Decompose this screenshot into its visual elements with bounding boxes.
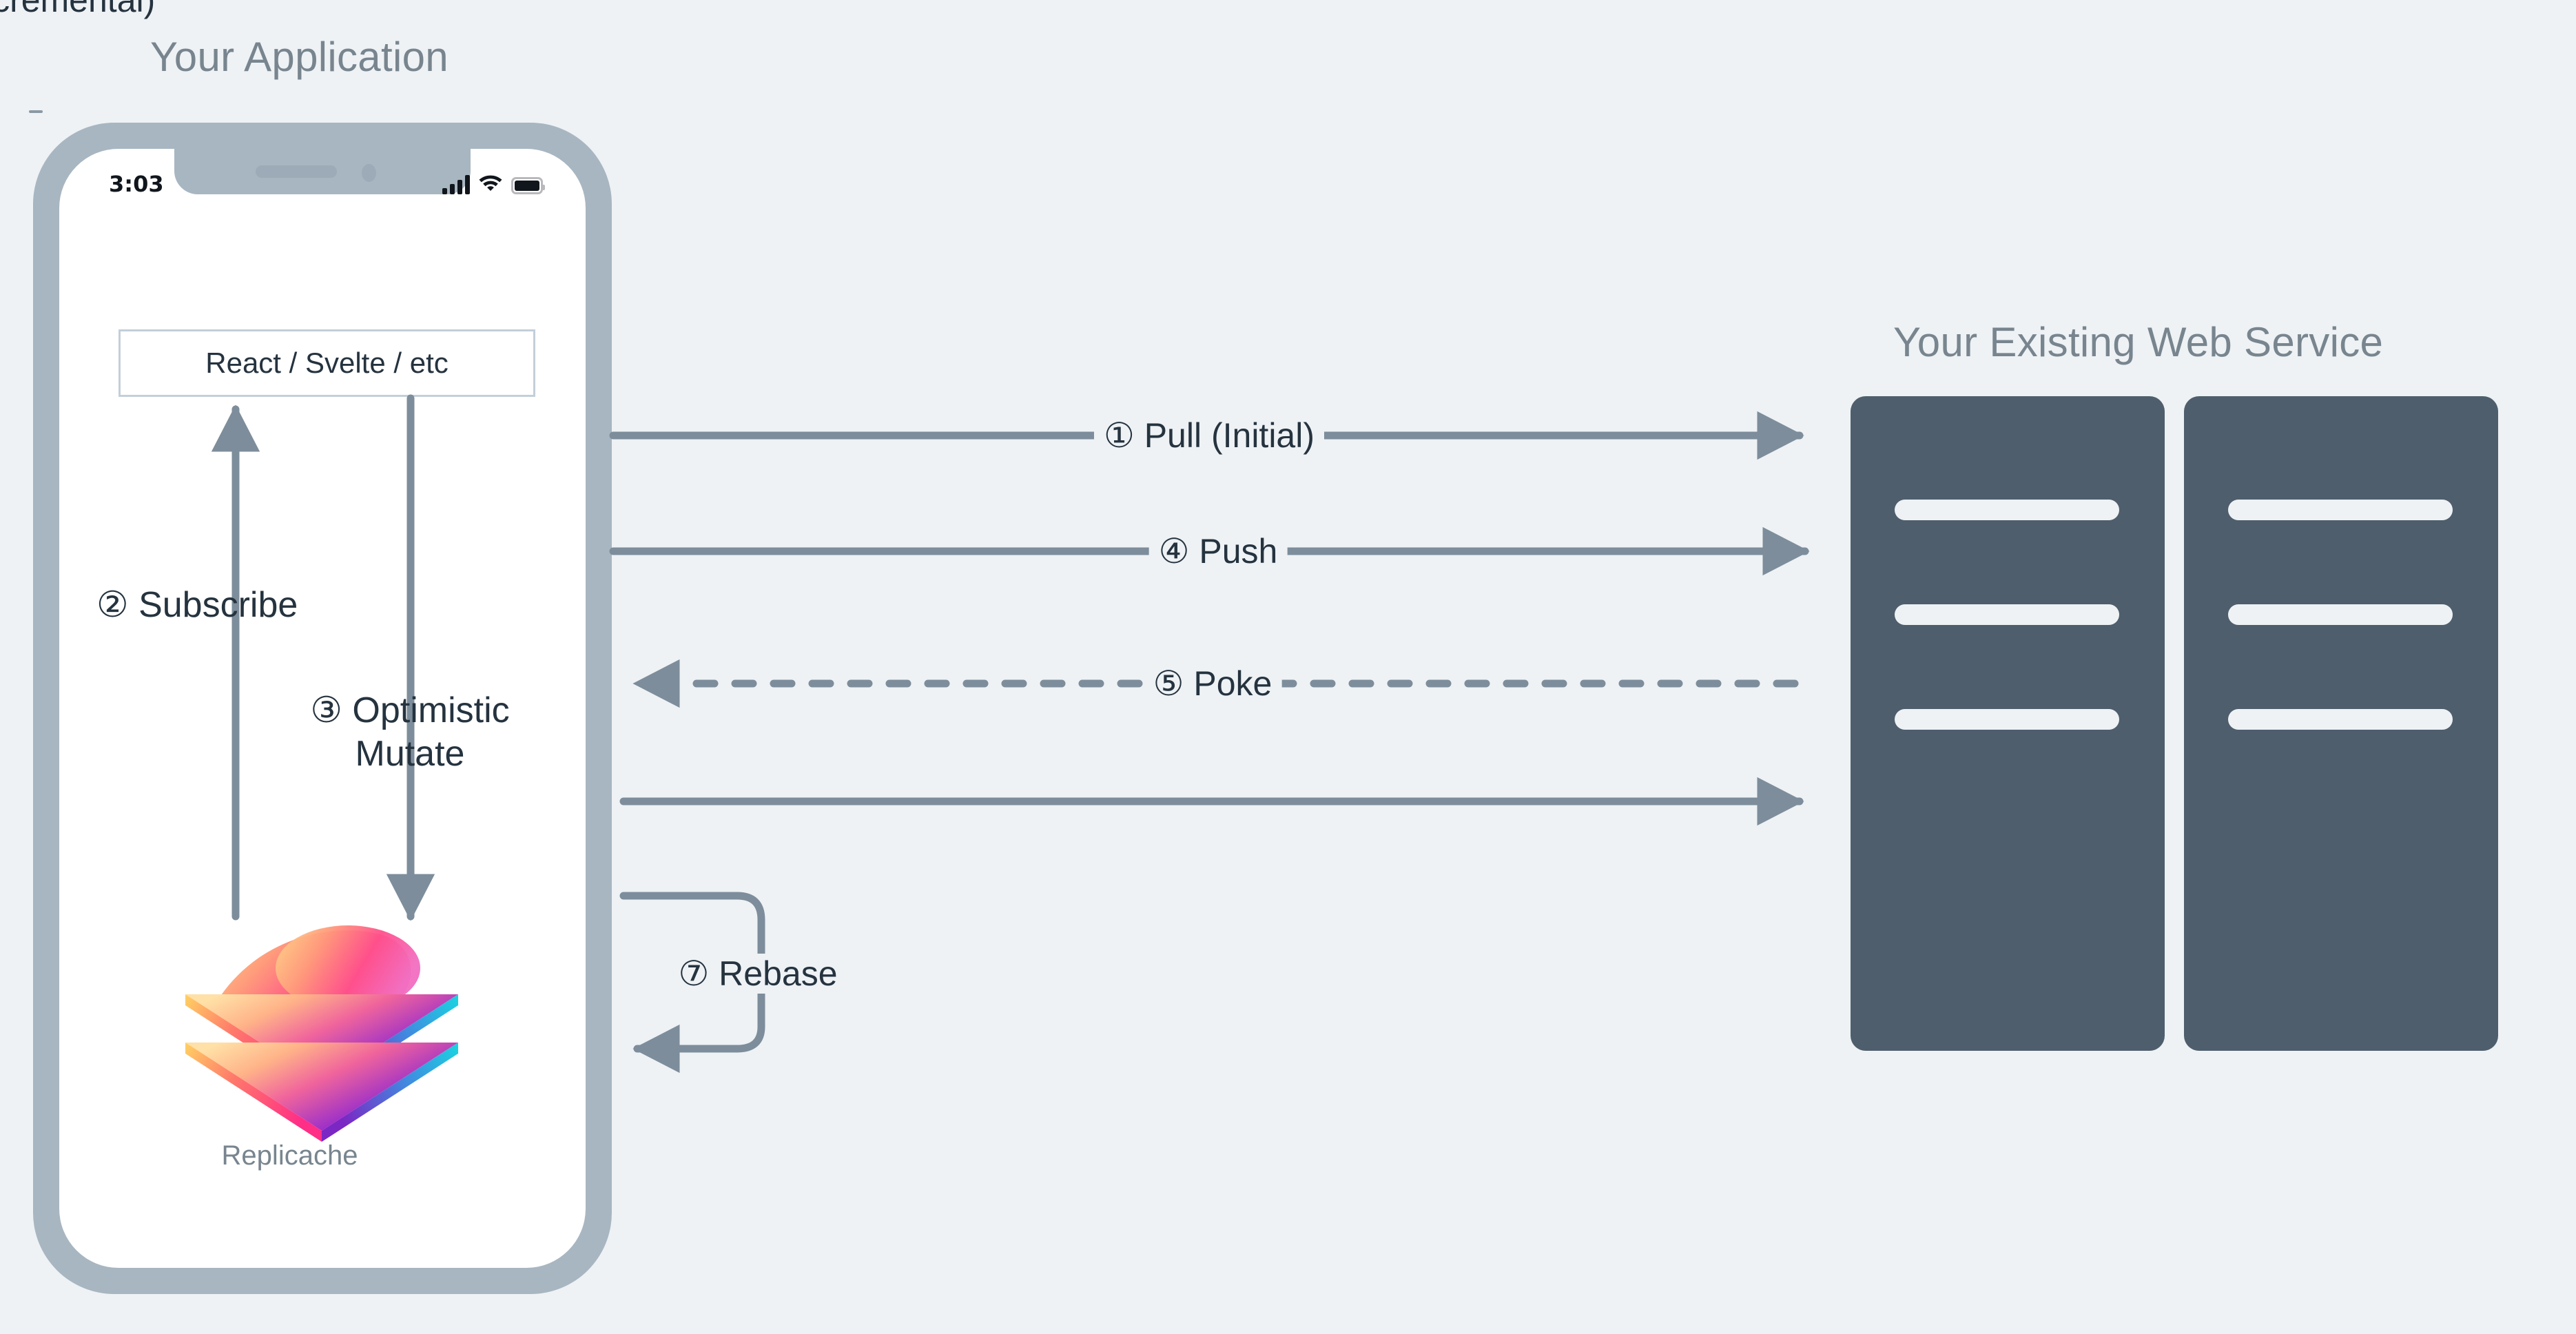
- flow-label-pull-initial: ① Pull (Initial): [1093, 415, 1325, 455]
- signal-bars-icon: [442, 175, 470, 194]
- server-rack-2: [2184, 396, 2498, 1051]
- framework-box-label: React / Svelte / etc: [205, 347, 449, 379]
- server-slot: [2228, 709, 2453, 730]
- page-title-your-existing-web-service: Your Existing Web Service: [1893, 319, 2384, 365]
- page-title-your-application: Your Application: [150, 34, 449, 80]
- flow-label-subscribe: ② Subscribe: [96, 585, 298, 625]
- server-slot: [1895, 709, 2119, 730]
- server-slot: [2228, 500, 2453, 520]
- status-bar-time: 3:03: [109, 171, 164, 197]
- server-rack-1: [1851, 396, 2165, 1051]
- status-bar-icons: [442, 168, 545, 194]
- replicache-logo: [176, 920, 468, 1147]
- flow-label-subscribe-text: ②: [96, 585, 129, 625]
- phone-notch: [174, 149, 471, 194]
- speaker-grille-icon: [256, 165, 337, 178]
- flow-label-push: ④ Push: [1148, 531, 1288, 571]
- front-camera-icon: [362, 164, 376, 182]
- replicache-logo-label: Replicache: [221, 1140, 358, 1171]
- tick-mark-decoration: [29, 110, 43, 113]
- framework-box: React / Svelte / etc: [119, 329, 535, 397]
- server-slot: [1895, 604, 2119, 625]
- wifi-icon: [479, 172, 502, 194]
- server-slot: [2228, 604, 2453, 625]
- flow-label-rebase: ⑦ Rebase: [668, 954, 847, 994]
- flow-label-pull-incremental: ⑥ Pull (Incremental): [0, 0, 165, 20]
- server-slot: [1895, 500, 2119, 520]
- flow-label-poke: ⑤ Poke: [1143, 664, 1282, 704]
- battery-icon: [511, 177, 545, 194]
